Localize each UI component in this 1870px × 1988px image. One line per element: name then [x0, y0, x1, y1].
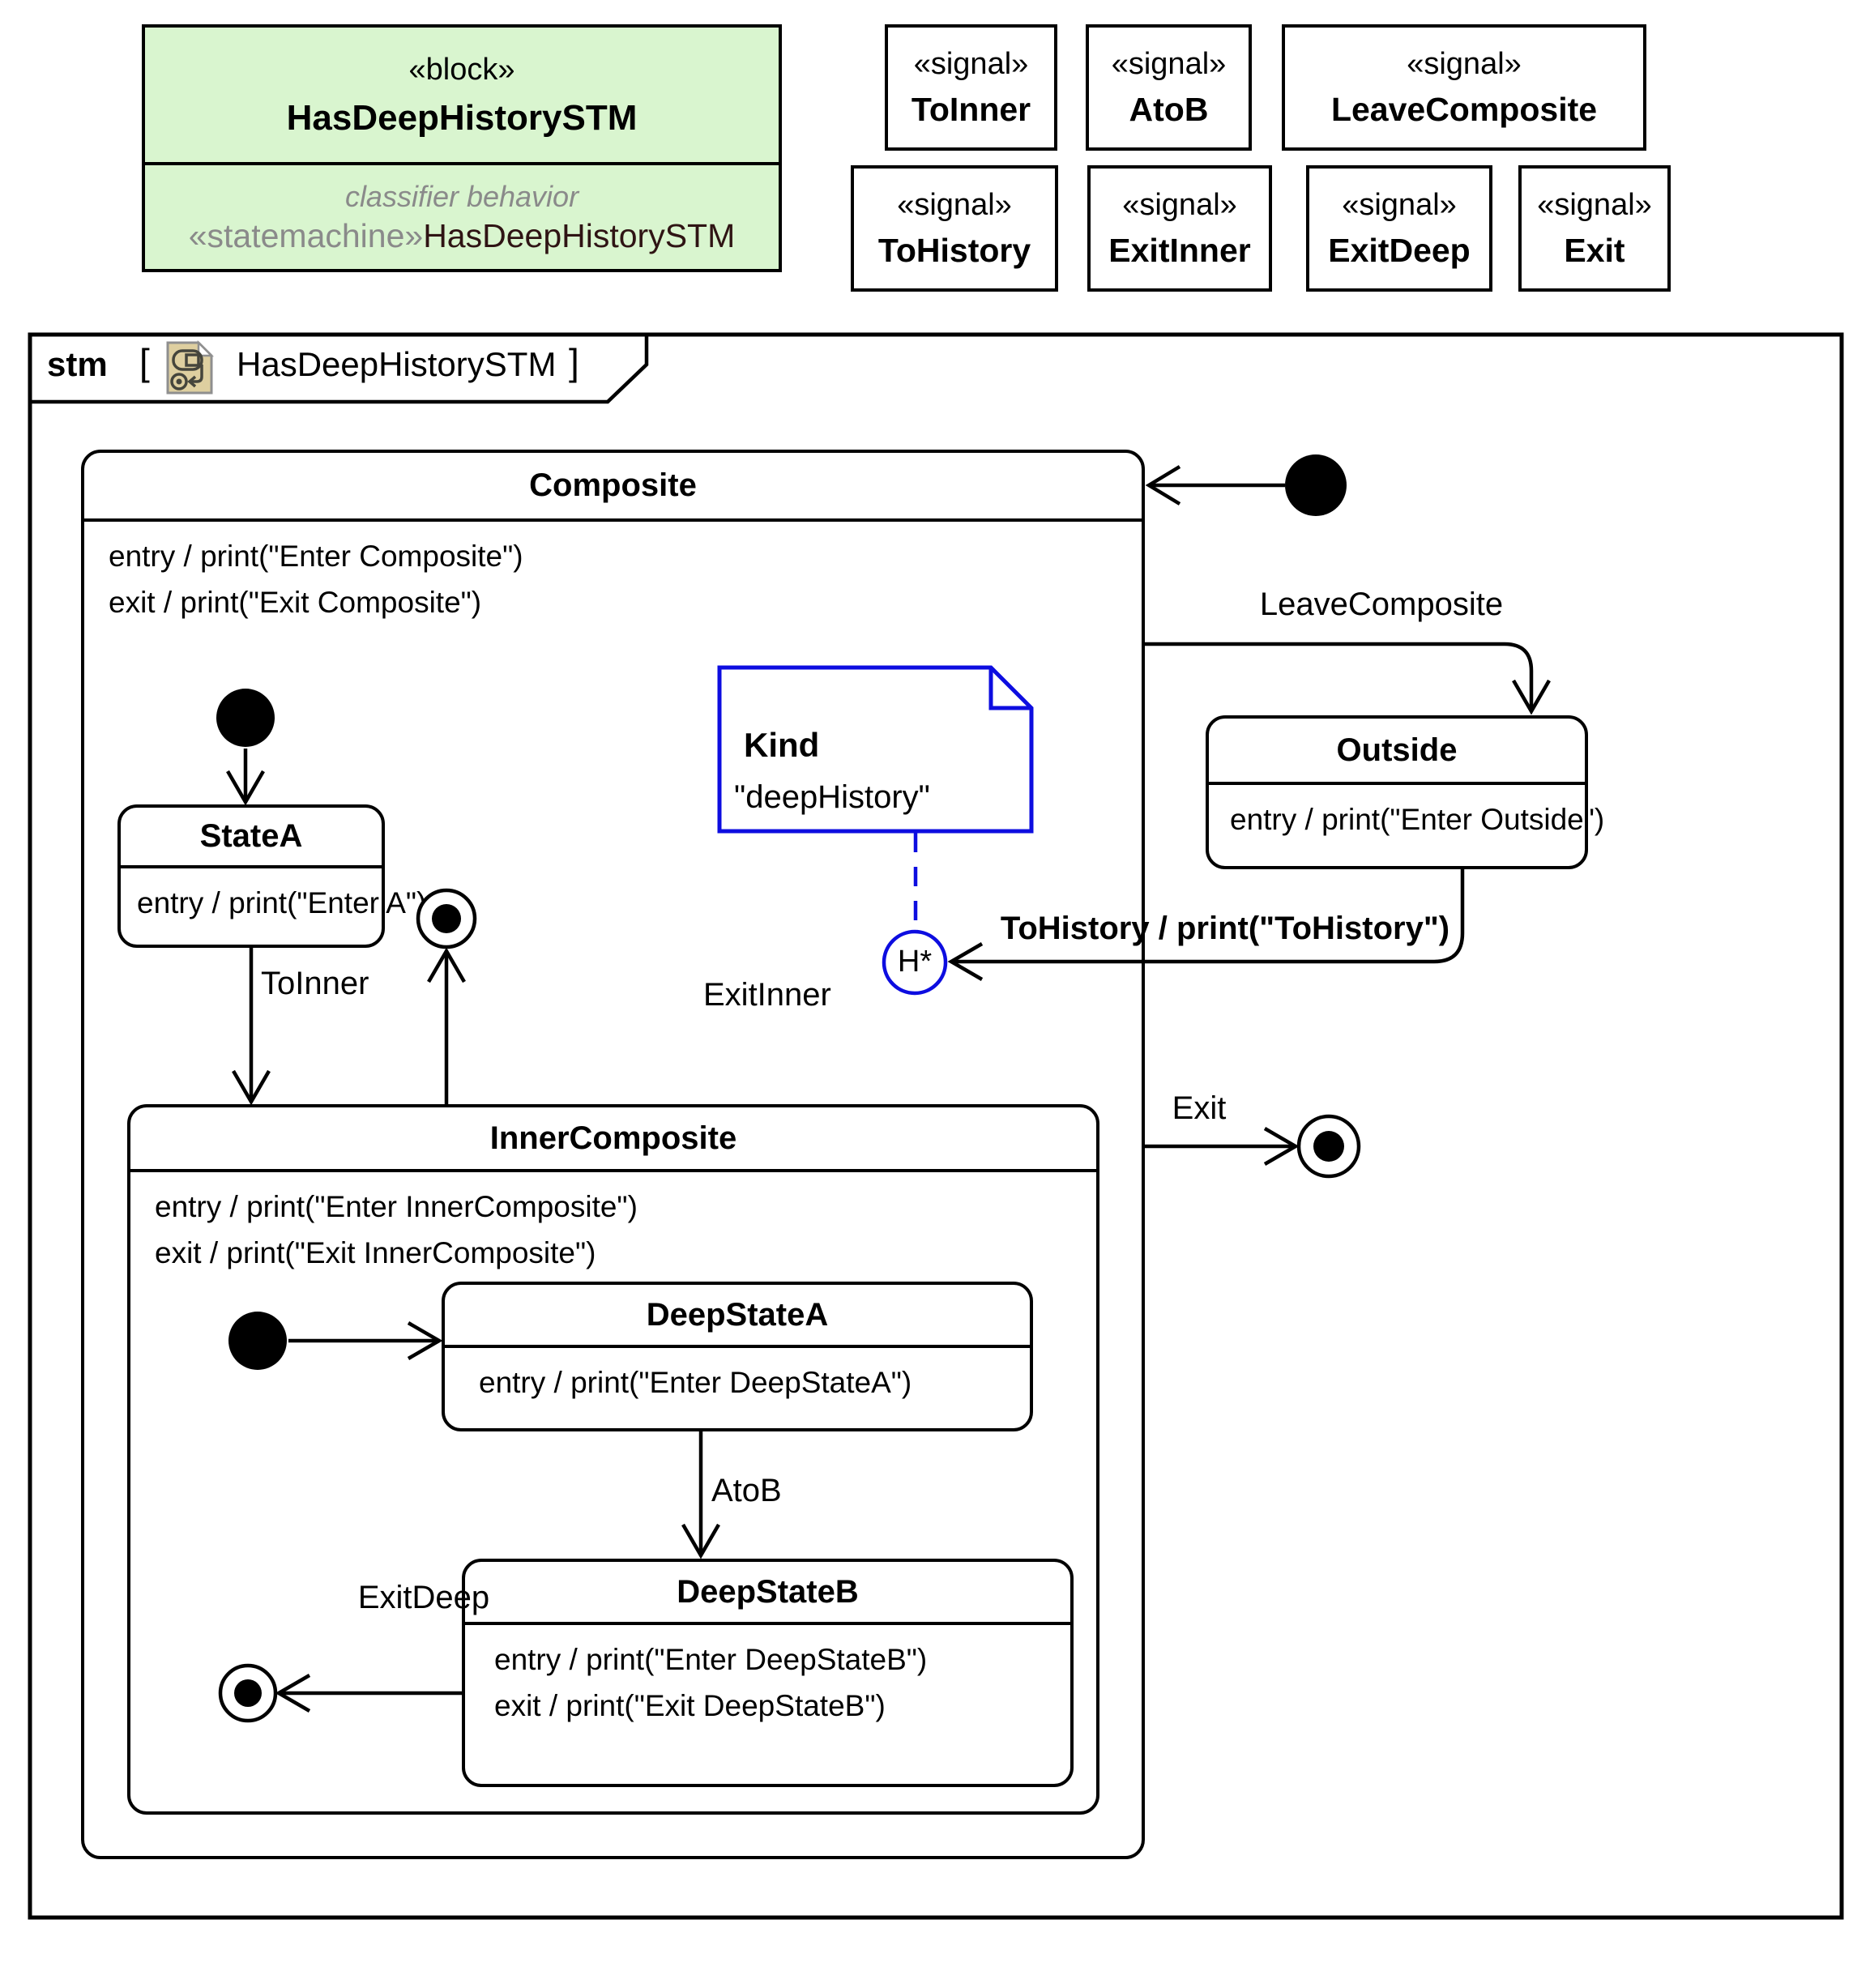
- statemachine-stereotype: «statemachine»: [188, 216, 424, 254]
- state-innercomposite-exit: exit / print("Exit InnerComposite"): [155, 1236, 596, 1269]
- signal-name-toinner: ToInner: [911, 91, 1031, 128]
- frame-diagram-name: HasDeepHistorySTM: [237, 345, 557, 383]
- signal-name-atob: AtoB: [1129, 91, 1209, 128]
- signal-stereotype: «signal»: [1122, 188, 1237, 222]
- state-innercomposite-entry: entry / print("Enter InnerComposite"): [155, 1190, 638, 1223]
- state-composite-exit: exit / print("Exit Composite"): [109, 586, 482, 619]
- state-outside-entry: entry / print("Enter Outside"): [1230, 803, 1605, 836]
- classifier-behavior-label: classifier behavior: [344, 179, 579, 213]
- transition-label-leavecomposite: LeaveComposite: [1259, 587, 1504, 622]
- transition-label-exit: Exit: [1172, 1090, 1227, 1126]
- state-deepstateb: DeepStateB entry / print("Enter DeepStat…: [462, 1559, 1074, 1787]
- state-composite-entry: entry / print("Enter Composite"): [109, 540, 523, 573]
- signal-name-exitinner: ExitInner: [1108, 232, 1251, 269]
- state-statea-title: StateA: [121, 808, 382, 868]
- state-deepstateb-exit: exit / print("Exit DeepStateB"): [494, 1689, 886, 1722]
- transition-exit: [1145, 1127, 1300, 1166]
- frame-close-bracket: ]: [569, 341, 579, 383]
- final-node-exit: [1296, 1114, 1361, 1179]
- state-statea-entry: entry / print("Enter A"): [137, 886, 427, 919]
- state-statea: StateA entry / print("Enter A"): [117, 804, 427, 948]
- block-title-compartment: «block» HasDeepHistorySTM: [145, 28, 779, 165]
- signal-stereotype: «signal»: [1537, 188, 1652, 222]
- frame-kind-label: stm: [47, 345, 108, 383]
- signal-name-leavecomposite: LeaveComposite: [1330, 91, 1598, 128]
- signal-box-exit: «signal» Exit: [1518, 165, 1671, 292]
- signal-box-exitdeep: «signal» ExitDeep: [1306, 165, 1492, 292]
- initial-node-composite: [1285, 454, 1347, 516]
- signal-stereotype: «signal»: [1111, 47, 1227, 81]
- block-definition: «block» HasDeepHistorySTM classifier beh…: [142, 24, 782, 272]
- state-deepstatea-title: DeepStateA: [445, 1285, 1030, 1348]
- signal-box-atob: «signal» AtoB: [1086, 24, 1252, 151]
- statemachine-diagram-icon: [166, 340, 215, 395]
- transition-label-exitdeep: ExitDeep: [357, 1580, 490, 1615]
- state-composite-title: Composite: [84, 453, 1142, 522]
- state-deepstatea-entry: entry / print("Enter DeepStateA"): [479, 1366, 912, 1399]
- note-body: "deepHistory": [734, 779, 930, 815]
- transition-label-toinner: ToInner: [261, 966, 369, 1001]
- transition-initial-to-composite: [1145, 465, 1285, 506]
- signal-box-exitinner: «signal» ExitInner: [1087, 165, 1272, 292]
- signal-box-tohistory: «signal» ToHistory: [851, 165, 1058, 292]
- signal-name-exit: Exit: [1564, 232, 1625, 269]
- deep-history-label: H*: [897, 945, 933, 979]
- transition-label-atob: AtoB: [711, 1473, 782, 1508]
- block-stereotype: «block»: [408, 53, 515, 87]
- signal-stereotype: «signal»: [1407, 47, 1522, 81]
- note-title: Kind: [744, 726, 820, 764]
- block-name: HasDeepHistorySTM: [286, 98, 638, 138]
- classifier-behavior-value: «statemachine»HasDeepHistorySTM: [189, 217, 736, 255]
- signal-box-leavecomposite: «signal» LeaveComposite: [1282, 24, 1646, 151]
- block-behavior-compartment: classifier behavior «statemachine»HasDee…: [145, 165, 779, 269]
- signal-stereotype: «signal»: [897, 188, 1012, 222]
- state-outside: Outside entry / print("Enter Outside"): [1206, 715, 1605, 869]
- state-deepstateb-title: DeepStateB: [465, 1562, 1070, 1625]
- state-outside-title: Outside: [1209, 719, 1585, 785]
- transition-leavecomposite: [1145, 642, 1551, 715]
- signal-stereotype: «signal»: [1342, 188, 1457, 222]
- transition-label-tohistory: ToHistory / print("ToHistory"): [1000, 911, 1450, 946]
- statemachine-name: HasDeepHistorySTM: [423, 216, 736, 254]
- signal-name-exitdeep: ExitDeep: [1328, 232, 1471, 269]
- signal-name-tohistory: ToHistory: [877, 232, 1031, 269]
- state-deepstatea: DeepStateA entry / print("Enter DeepStat…: [442, 1282, 1033, 1431]
- signal-box-toinner: «signal» ToInner: [885, 24, 1057, 151]
- frame-open-bracket: [: [139, 341, 150, 383]
- state-deepstateb-entry: entry / print("Enter DeepStateB"): [494, 1643, 928, 1676]
- state-innercomposite-title: InnerComposite: [130, 1107, 1096, 1172]
- transition-label-exitinner: ExitInner: [703, 977, 831, 1013]
- signal-stereotype: «signal»: [913, 47, 1029, 81]
